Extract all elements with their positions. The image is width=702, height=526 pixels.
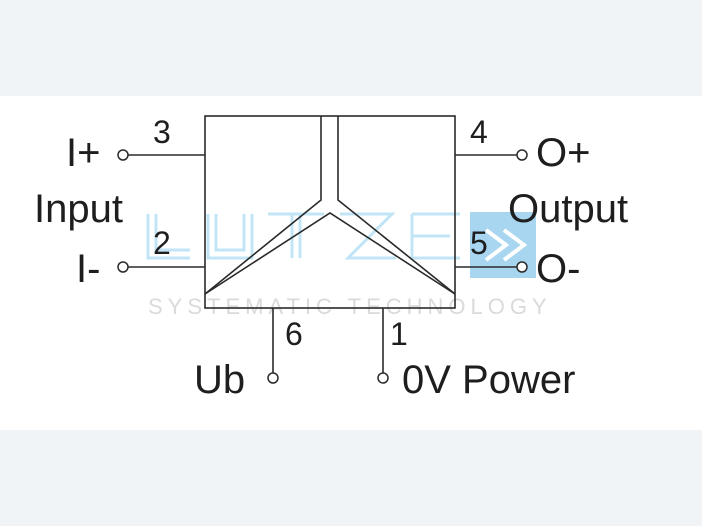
pin-number-4: 4 [470,114,488,150]
label-o-minus: O- [536,247,580,291]
device-body [204,115,456,309]
pin-number-6: 6 [285,316,303,352]
isolation-barrier-inner [204,212,456,295]
label-output: Output [508,187,628,231]
terminal-0v [377,372,389,384]
diagram-background [0,96,702,430]
label-0v-power: 0V Power [402,358,575,402]
pin-number-1: 1 [390,316,408,352]
terminal-i-minus [117,261,129,273]
watermark-logo-letters [146,212,460,260]
watermark: SYSTEMATIC TECHNOLOGY [146,212,552,319]
pin-number-2: 2 [153,225,171,261]
label-ub: Ub [194,358,245,402]
label-input: Input [34,187,123,231]
pin-number-3: 3 [153,114,171,150]
watermark-tagline: SYSTEMATIC TECHNOLOGY [148,294,552,319]
label-i-minus: I- [76,247,100,291]
pin-number-5: 5 [470,225,488,261]
label-i-plus: I+ [66,131,100,175]
terminal-o-minus [516,261,528,273]
terminal-ub [267,372,279,384]
isolation-barrier-left [204,116,322,295]
isolation-barrier-right [337,116,456,295]
watermark-emblem-mark [484,228,528,262]
label-o-plus: O+ [536,131,590,175]
terminal-o-plus [516,149,528,161]
terminal-i-plus [117,149,129,161]
